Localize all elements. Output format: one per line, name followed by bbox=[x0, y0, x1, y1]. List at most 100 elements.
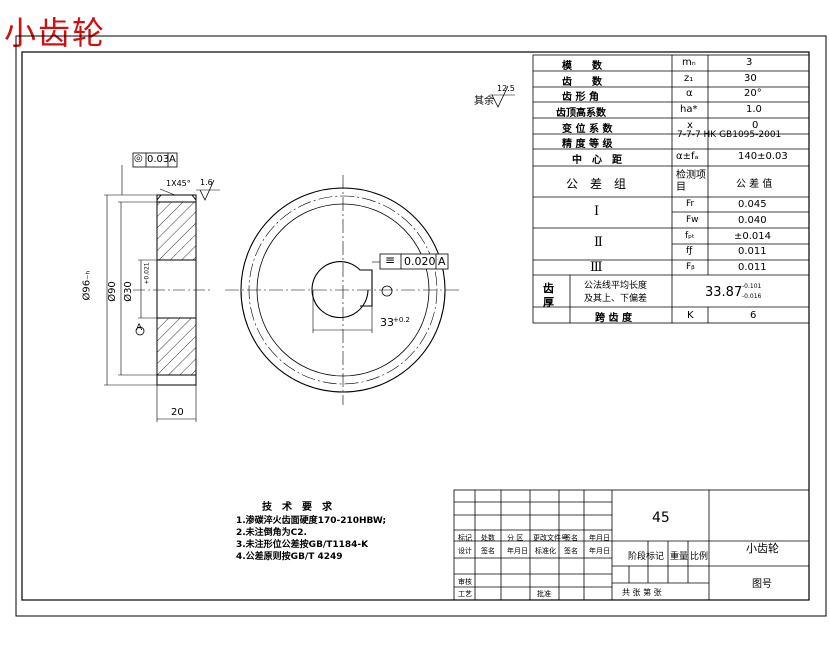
front-view bbox=[225, 175, 460, 405]
tolerance-group-label: 公 差 组 bbox=[566, 177, 627, 191]
group-value: 0.011 bbox=[738, 246, 767, 257]
tech-req-line: 1.渗碳淬火齿面硬度170-210HBW; bbox=[236, 516, 387, 526]
group-item: fƒ bbox=[686, 246, 693, 256]
surface-finish-label: 其余 bbox=[474, 96, 494, 107]
param-label: 齿顶高系数 bbox=[556, 108, 606, 119]
group-name: Ⅲ bbox=[590, 260, 603, 275]
thickness-label: 齿厚 bbox=[543, 282, 554, 309]
param-value: 0 bbox=[752, 120, 759, 131]
span-value: 6 bbox=[750, 310, 757, 321]
tb-cell: 年月日 bbox=[589, 547, 610, 555]
tb-cell: 分 区 bbox=[507, 534, 524, 542]
param-symbol: ha* bbox=[680, 104, 698, 115]
roughness-icon bbox=[491, 85, 509, 108]
param-value: 20° bbox=[744, 88, 762, 99]
material-label: 45 bbox=[652, 510, 670, 526]
roughness-label: 1.6 bbox=[200, 178, 213, 187]
tb-cell: 签名 bbox=[564, 534, 578, 542]
tol-frame-value: 0.03 bbox=[147, 154, 170, 165]
dia-outer-label: Ø96₋ₕ bbox=[81, 270, 93, 301]
keyway-label: 33 bbox=[380, 316, 394, 329]
group-value: 0.011 bbox=[738, 262, 767, 273]
thickness-desc-1: 公法线平均长度 bbox=[584, 281, 648, 291]
param-label: 模 数 bbox=[562, 61, 602, 72]
param-value: 7-7-7 HK GB1095-2001 bbox=[677, 130, 782, 140]
param-value: 30 bbox=[744, 73, 757, 84]
frame-border bbox=[21, 51, 810, 601]
tb-cell: 处数 bbox=[481, 534, 495, 542]
sheet-border bbox=[15, 35, 827, 617]
group-name: Ⅱ bbox=[594, 235, 603, 250]
symmetry-icon: ≡ bbox=[385, 253, 396, 267]
tb-cell: 标准化 bbox=[535, 547, 556, 555]
group-name: Ⅰ bbox=[594, 204, 600, 219]
param-label: 齿 数 bbox=[562, 77, 602, 88]
tb-cell: 批准 bbox=[537, 590, 551, 598]
tb-cell: 标记 bbox=[458, 534, 472, 542]
tolerance-value-header: 公 差 值 bbox=[736, 179, 773, 190]
param-value: 3 bbox=[746, 57, 753, 68]
datum-label: A bbox=[136, 323, 143, 333]
thickness-upper: -0.101 bbox=[742, 283, 762, 290]
group-value: ±0.014 bbox=[734, 231, 772, 242]
group-item: Fr bbox=[686, 199, 695, 209]
sym-frame-value: 0.020 bbox=[404, 255, 436, 268]
group-item: fₚₜ bbox=[685, 231, 695, 241]
surface-finish-value: 12.5 bbox=[497, 84, 515, 93]
width-label: 20 bbox=[171, 407, 184, 418]
param-symbol: α bbox=[686, 88, 693, 99]
sym-frame-datum: A bbox=[438, 255, 446, 268]
part-name: 小齿轮 bbox=[746, 542, 779, 555]
tb-cell: 年月日 bbox=[507, 547, 528, 555]
span-symbol: K bbox=[687, 310, 694, 321]
param-label: 齿 形 角 bbox=[562, 92, 599, 103]
chamfer-label: 1X45° bbox=[166, 179, 191, 188]
tb-cell: 设计 bbox=[458, 547, 472, 555]
tech-req-line: 4.公差原则按GB/T 4249 bbox=[236, 552, 343, 562]
group-item: Fᵦ bbox=[686, 262, 695, 272]
tol-frame-datum: A bbox=[169, 154, 176, 165]
tech-req-line: 2.未注倒角为C2. bbox=[236, 528, 307, 538]
weight-label: 重量 bbox=[670, 552, 689, 562]
param-value: 1.0 bbox=[746, 104, 762, 115]
stage-mark: 阶段标记 bbox=[628, 552, 665, 562]
check-item-header: 检测项目 bbox=[676, 170, 706, 193]
tb-cell: 年月日 bbox=[589, 534, 610, 542]
hatch-bottom bbox=[156, 317, 197, 376]
keyway-tol: +0.2 bbox=[393, 316, 410, 324]
group-value: 0.040 bbox=[738, 215, 767, 226]
dia-root-label: Ø90 bbox=[106, 281, 118, 302]
param-symbol: x bbox=[687, 120, 693, 131]
scale-label: 比例 bbox=[690, 552, 709, 562]
param-symbol: α±fₐ bbox=[676, 151, 699, 162]
header-title: 小齿轮 bbox=[4, 14, 107, 52]
dia-bore-tol: +0.021 bbox=[143, 262, 151, 285]
tb-cell: 签名 bbox=[481, 547, 495, 555]
param-label: 中 心 距 bbox=[572, 155, 622, 166]
tech-req-line: 3.未注形位公差按GB/T1184-K bbox=[236, 540, 369, 550]
tech-req-title: 技 术 要 求 bbox=[262, 502, 332, 513]
thickness-lower: -0.016 bbox=[742, 293, 762, 300]
param-table bbox=[532, 54, 810, 324]
thickness-desc-2: 及其上、下偏差 bbox=[584, 294, 648, 304]
param-label: 变 位 系 数 bbox=[562, 124, 613, 135]
param-symbol: mₙ bbox=[682, 57, 696, 68]
tb-cell: 工艺 bbox=[458, 590, 472, 598]
concentricity-icon: ◎ bbox=[134, 153, 143, 164]
tb-cell: 审核 bbox=[458, 578, 472, 586]
span-label: 跨 齿 度 bbox=[595, 313, 632, 324]
title-block bbox=[453, 489, 810, 601]
tb-cell: 签名 bbox=[564, 547, 578, 555]
sheets-label: 共 张 第 张 bbox=[622, 588, 662, 597]
group-value: 0.045 bbox=[738, 199, 767, 210]
param-label: 精 度 等 级 bbox=[562, 139, 613, 150]
thickness-value: 33.87 bbox=[705, 285, 743, 300]
drawing-no: 图号 bbox=[752, 579, 772, 590]
param-value: 140±0.03 bbox=[738, 151, 788, 162]
group-item: Fw bbox=[686, 215, 699, 225]
side-view bbox=[104, 152, 220, 422]
tb-cell: 更改文件号 bbox=[533, 534, 568, 542]
param-symbol: z₁ bbox=[684, 73, 694, 84]
dia-bore-label: Ø30 bbox=[122, 281, 134, 302]
